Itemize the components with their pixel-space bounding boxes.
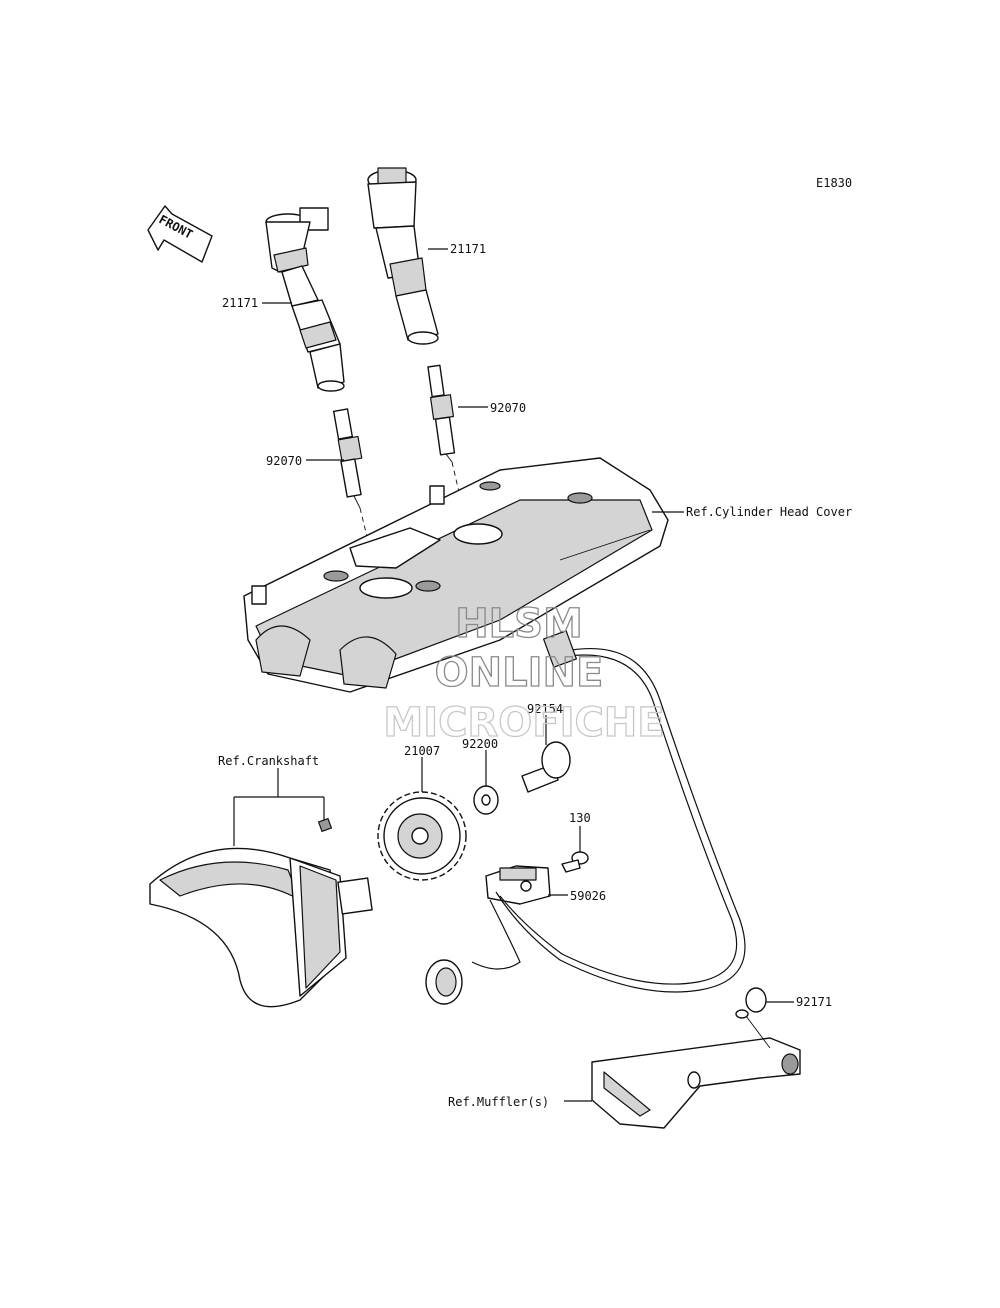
washer-hole [481, 794, 491, 806]
sensor-bolt[interactable] [561, 851, 589, 873]
crankshaft-bracket [233, 768, 325, 846]
crank-position-sensor[interactable] [485, 865, 551, 905]
diagram-code: E1830 [816, 176, 852, 190]
label-rotor: 21007 [404, 744, 440, 758]
sensor-wire [471, 630, 746, 993]
label-plug-left: 92070 [266, 454, 302, 468]
timing-rotor[interactable] [377, 791, 467, 881]
leader-lines [262, 248, 794, 1102]
label-crankshaft: Ref.Crankshaft [218, 754, 319, 768]
cylinder-head-cover[interactable] [243, 457, 669, 693]
label-coil-right: 21171 [450, 242, 486, 256]
ignition-coil-right[interactable] [367, 167, 439, 345]
watermark-line1: HLSM [455, 601, 583, 647]
front-arrow-icon: FRONT [147, 205, 213, 263]
ignition-coil-left[interactable] [265, 207, 345, 392]
label-cylinder-head-cover: Ref.Cylinder Head Cover [686, 505, 852, 519]
label-plug-right: 92070 [490, 401, 526, 415]
label-coil-left: 21171 [222, 296, 258, 310]
label-bolt-sensor: 130 [569, 811, 591, 825]
crankshaft [149, 817, 373, 1008]
clamp[interactable] [735, 987, 767, 1019]
muffler-bracket [591, 1015, 801, 1129]
label-bolt-rotor: 92154 [527, 702, 563, 716]
watermark-line2: ONLINE [435, 650, 604, 696]
rotor-bolt[interactable] [521, 741, 571, 793]
label-sensor: 59026 [570, 889, 606, 903]
spark-plug-left[interactable] [332, 408, 363, 509]
label-muffler: Ref.Muffler(s) [448, 1095, 549, 1109]
watermark-line3: MICROFICHE [383, 700, 664, 746]
label-washer: 92200 [462, 737, 498, 751]
label-clamp: 92171 [796, 995, 832, 1009]
grommet[interactable] [425, 959, 463, 1005]
spark-plug-right[interactable] [427, 364, 456, 463]
watermark: HLSM ONLINE MICROFICHE [383, 600, 666, 746]
